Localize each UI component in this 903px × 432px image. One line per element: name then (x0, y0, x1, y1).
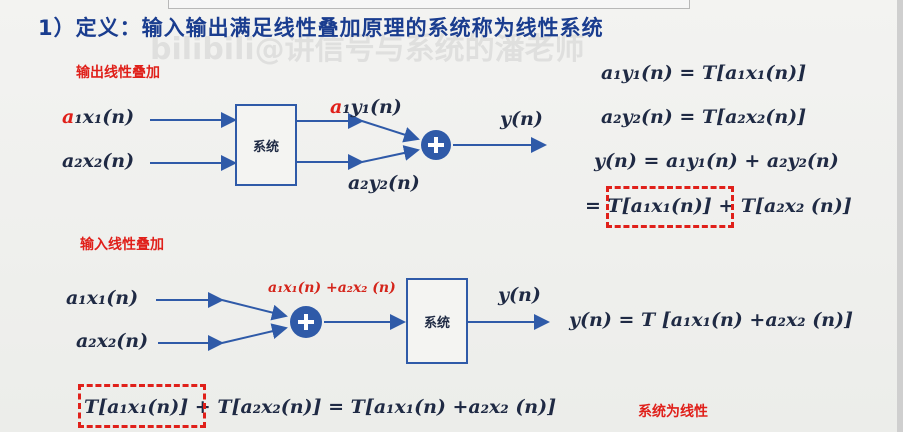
system-block-1: 系统 (235, 104, 297, 186)
sum-label: a₁x₁(n) +a₂x₂ (n) (268, 280, 396, 296)
input1-label-2: a₁x₁(n) (66, 287, 139, 309)
page-title: 1）定义：输入输出满足线性叠加原理的系统称为线性系统 (38, 16, 604, 40)
top-frame (168, 0, 690, 9)
highlight-box-1 (606, 186, 734, 228)
output-y-label: y(n) (500, 108, 543, 130)
scrollbar[interactable] (897, 0, 903, 432)
output2-label: a₂y₂(n) (348, 172, 420, 194)
input1-label: a₁x₁(n) (62, 106, 135, 128)
eq2: a₂y₂(n) = T[a₂x₂(n)] (601, 106, 807, 128)
section-output-label: 输出线性叠加 (76, 65, 160, 81)
system-block-2: 系统 (406, 278, 468, 364)
output-y-label-2: y(n) (498, 284, 541, 306)
eq4: = T[a₁x₁(n)] + T[a₂x₂ (n)] (585, 195, 852, 217)
watermark: bilibili@讲信号与系统的潘老师 (150, 32, 585, 67)
conclusion-text: 系统为线性 (638, 404, 708, 420)
eq-section2: y(n) = T [a₁x₁(n) +a₂x₂ (n)] (569, 309, 854, 331)
highlight-box-2 (78, 384, 206, 428)
input2-label-2: a₂x₂(n) (76, 330, 149, 352)
section-input-label: 输入线性叠加 (80, 237, 164, 253)
adder-icon (421, 130, 451, 160)
output1-label: a₁y₁(n) (330, 96, 402, 118)
conclusion-eq: T[a₁x₁(n)] + T[a₂x₂(n)] = T[a₁x₁(n) +a₂x… (84, 396, 557, 418)
eq3: y(n) = a₁y₁(n) + a₂y₂(n) (594, 150, 839, 172)
eq1: a₁y₁(n) = T[a₁x₁(n)] (601, 62, 807, 84)
adder-icon (290, 306, 322, 338)
input2-label: a₂x₂(n) (62, 150, 135, 172)
